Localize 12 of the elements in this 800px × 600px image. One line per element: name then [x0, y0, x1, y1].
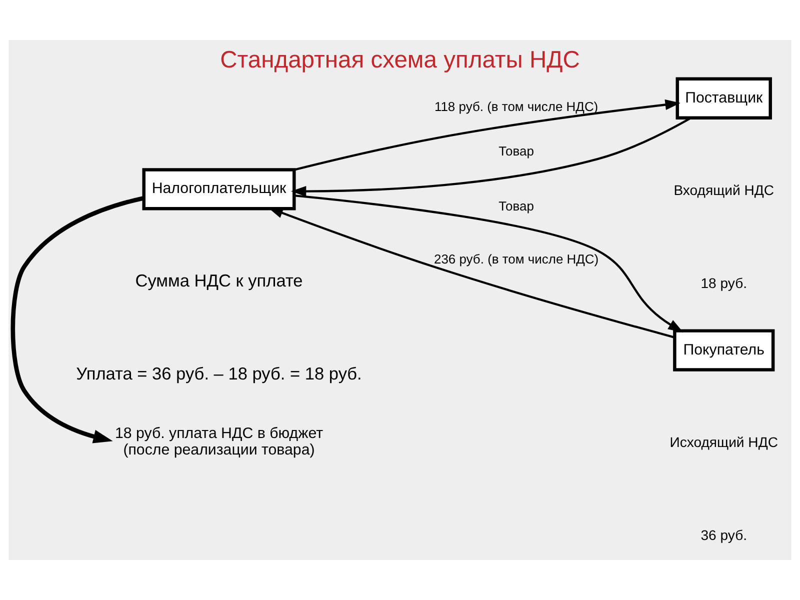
label: Сумма НДС к уплате	[135, 270, 303, 290]
label: Уплата = 36 руб. – 18 руб. = 18 руб.	[76, 363, 362, 384]
label: Исходящий НДС	[670, 434, 778, 450]
edge-label: 236 руб. (в том числе НДС)	[434, 251, 599, 266]
edge-label: 118 руб. (в том числе НДС)	[434, 98, 598, 114]
edge-label: Товар	[498, 198, 534, 214]
label: Входящий НДС	[674, 182, 774, 198]
edge-label: Товар	[498, 143, 534, 158]
diagram-title: Стандартная схема уплаты НДС	[220, 46, 580, 74]
label: 18 руб.	[700, 275, 748, 291]
node-text: 18 руб. уплата НДС в бюджет (после реализации товара)	[114, 425, 324, 458]
label: 36 руб.	[700, 526, 748, 543]
